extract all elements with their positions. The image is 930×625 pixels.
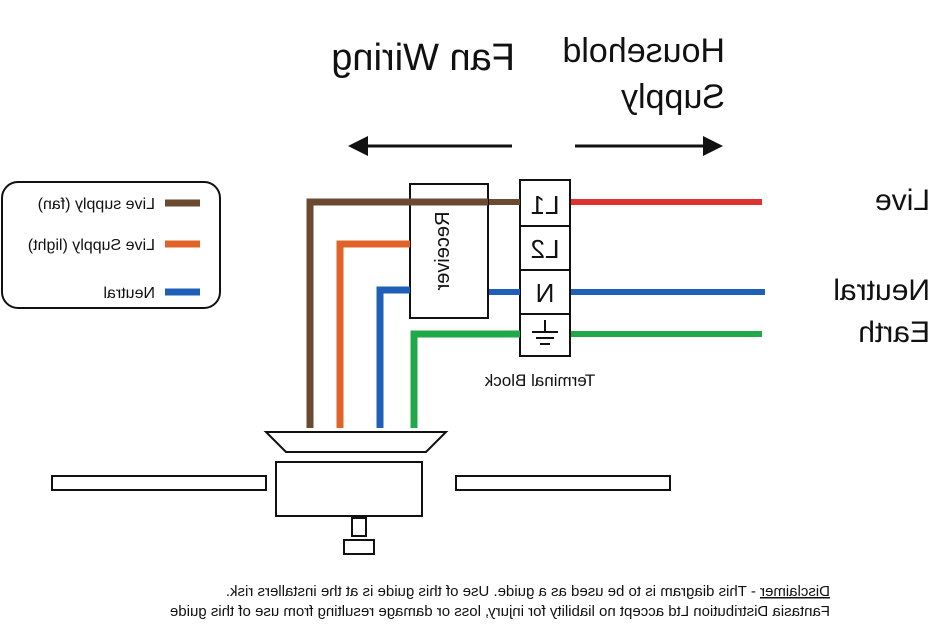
ceiling-fan <box>51 431 671 555</box>
receiver: Receiver <box>409 183 489 319</box>
terminal-l1: L1 <box>531 190 560 220</box>
terminal-block-label: Terminal Block <box>484 371 595 390</box>
legend-label-live-fan: Live supply (fan) <box>38 196 155 213</box>
heading-household-supply-line1: Household <box>562 32 725 70</box>
fan-wire-live-light <box>336 240 410 428</box>
fan-motor-housing <box>275 461 423 517</box>
earth-symbol-icon <box>532 320 558 345</box>
fan-blade-right <box>51 475 267 491</box>
disclaimer-line1: Disclaimer - This diagram is to be used … <box>226 583 830 600</box>
legend: Live supply (fan) Live Supply (light) Ne… <box>1 181 221 309</box>
terminal-l2: L2 <box>531 234 560 264</box>
receiver-label: Receiver <box>432 212 454 291</box>
fan-wire-neutral <box>376 286 410 428</box>
fan-blade-left <box>455 475 671 491</box>
arrow-toward-fan <box>348 136 512 156</box>
terminal-n: N <box>536 278 555 308</box>
fan-canopy <box>263 431 449 453</box>
fan-shaft <box>351 517 367 537</box>
legend-label-neutral: Neutral <box>103 285 155 302</box>
arrow-toward-household <box>575 136 723 156</box>
wire-label-live: Live <box>875 184 930 217</box>
fan-light-fitting <box>343 539 375 555</box>
wire-label-earth: Earth <box>858 316 930 349</box>
fan-wire-live-fan <box>306 198 488 428</box>
fan-wire-earth <box>410 330 520 428</box>
disclaimer-title: Disclaimer <box>760 583 830 600</box>
terminal-block: L1 L2 N <box>519 179 571 357</box>
disclaimer-line2: Fantasia Distribution Ltd accept no liab… <box>170 603 830 620</box>
heading-household-supply-line2: Supply <box>621 78 725 116</box>
disclaimer-line1-rest: - This diagram is to be used as a guide.… <box>226 583 760 600</box>
heading-fan-wiring: Fan Wiring <box>331 37 515 79</box>
disclaimer: Disclaimer - This diagram is to be used … <box>170 583 830 620</box>
wire-label-neutral: Neutral <box>833 274 930 307</box>
legend-label-live-light: Live Supply (light) <box>28 237 155 254</box>
